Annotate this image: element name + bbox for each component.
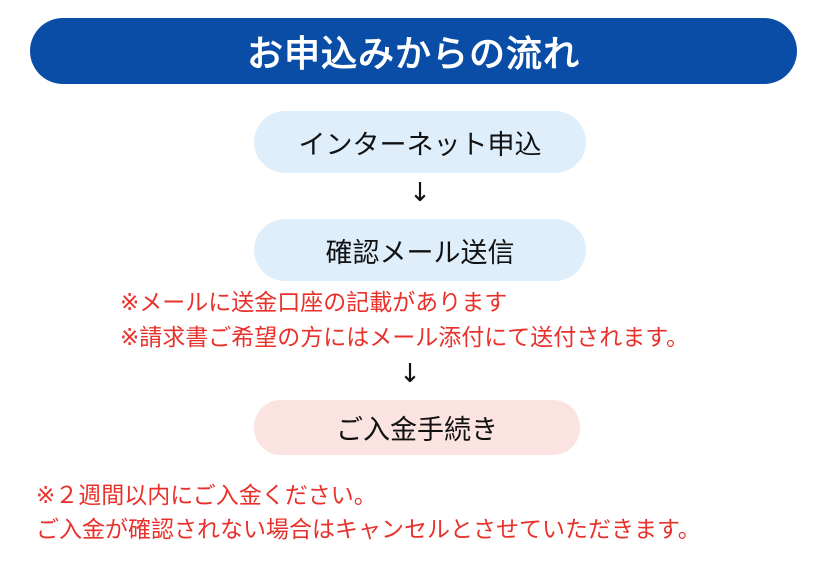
page-title: お申込みからの流れ	[246, 34, 580, 75]
title-banner: お申込みからの流れ	[30, 18, 797, 84]
step-internet-application: インターネット申込	[254, 111, 586, 173]
note-invoice-attachment: ※請求書ご希望の方にはメール添付にて送付されます。	[120, 325, 689, 351]
step-payment: ご入金手続き	[254, 400, 580, 455]
down-arrow-icon: ↓	[399, 359, 421, 389]
step-confirmation-email: 確認メール送信	[254, 219, 586, 281]
note-cancellation: ご入金が確認されない場合はキャンセルとさせていただきます。	[36, 517, 701, 543]
step-label: インターネット申込	[298, 129, 542, 161]
note-remittance-account: ※メールに送金口座の記載があります	[120, 290, 508, 316]
down-arrow-icon: ↓	[409, 178, 431, 208]
note-payment-deadline: ※２週間以内にご入金ください。	[36, 483, 377, 509]
step-label: ご入金手続き	[336, 415, 498, 446]
step-label: 確認メール送信	[325, 237, 515, 269]
